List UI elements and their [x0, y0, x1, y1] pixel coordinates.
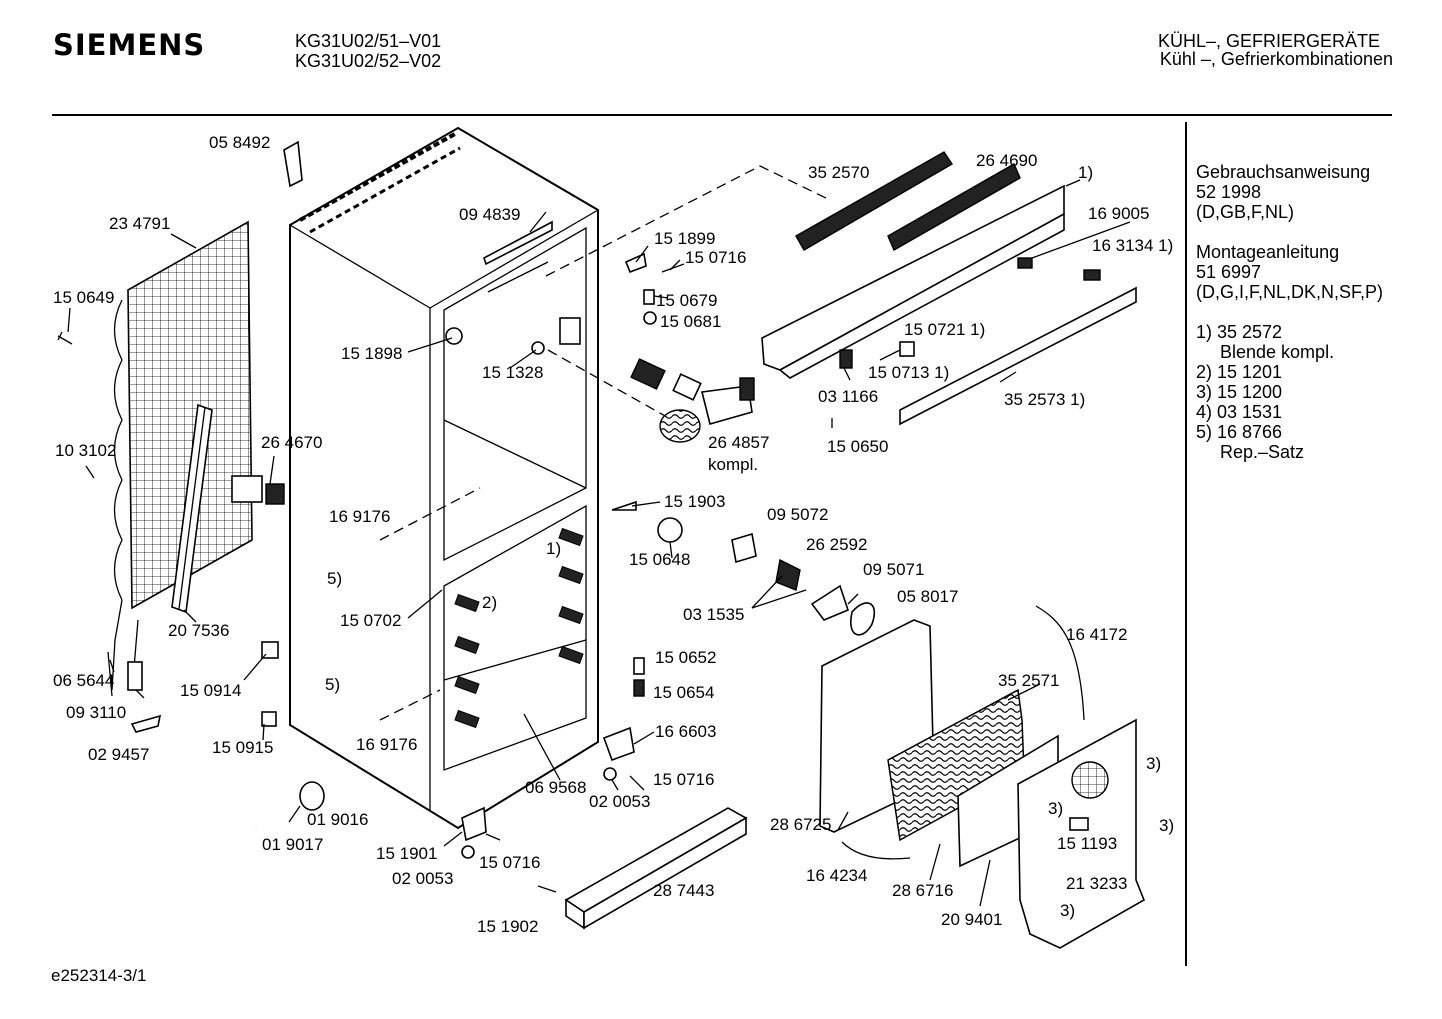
part-label: 15 0915: [212, 738, 274, 757]
note-line: 4) 03 1531: [1196, 402, 1283, 422]
part-label: 3): [1159, 816, 1175, 835]
part-label: 15 0654: [653, 683, 715, 702]
part-label: 02 0053: [589, 792, 651, 811]
evaporator-assembly: [819, 619, 1146, 949]
note-line: 2) 15 1201: [1196, 362, 1283, 382]
note-line: 5) 16 8766: [1196, 422, 1283, 442]
part-label: 15 0649: [53, 288, 115, 307]
category-title: KÜHL–, GEFRIERGERÄTE: [1157, 31, 1380, 51]
part-label: 15 0716: [685, 248, 747, 267]
part-label: 35 2570: [808, 163, 870, 182]
part-label: 15 0716: [479, 853, 541, 872]
screw-part: [57, 331, 73, 345]
bottom-cover: [564, 807, 748, 930]
part-label: 02 0053: [392, 869, 454, 888]
part-label: 15 0721 1): [904, 320, 986, 339]
part-label: 15 0681: [660, 312, 722, 331]
part-label: 3): [1048, 799, 1064, 818]
part-label: 15 1328: [482, 363, 544, 382]
manual-number: 52 1998: [1196, 182, 1262, 202]
install-title: Montageanleitung: [1196, 242, 1340, 262]
note-line: 3) 15 1200: [1196, 382, 1283, 402]
model-line-1: KG31U02/51–V01: [295, 31, 442, 51]
part-label: 16 4172: [1066, 625, 1128, 644]
note-line: 1) 35 2572: [1196, 322, 1283, 342]
brand-logo: SIEMENS: [53, 28, 206, 62]
part-label: 35 2571: [998, 671, 1060, 690]
part-label: 16 4234: [806, 866, 868, 885]
part-label: 06 5644: [53, 671, 115, 690]
part-label: 23 4791: [109, 214, 171, 233]
part-label: 05 8017: [897, 587, 959, 606]
part-label: 26 2592: [806, 535, 868, 554]
bracket-part: [283, 140, 303, 188]
part-label: 15 0713 1): [868, 363, 950, 382]
lamp-assembly: [630, 358, 755, 443]
part-label: 26 4690: [976, 151, 1038, 170]
part-label: 3): [1146, 754, 1162, 773]
part-label: 15 0679: [656, 291, 718, 310]
part-label: 15 0652: [655, 648, 717, 667]
part-label: 06 9568: [525, 778, 587, 797]
drawing-id: e252314-3/1: [51, 966, 147, 985]
part-label: 26 4857: [708, 433, 770, 452]
part-label: 05 8492: [209, 133, 271, 152]
part-label: 15 1901: [376, 844, 438, 863]
part-label: 5): [325, 675, 341, 694]
part-label: 09 5071: [863, 560, 925, 579]
part-label: 2): [482, 593, 498, 612]
relay-box: [231, 475, 263, 503]
part-label: 21 3233: [1066, 874, 1128, 893]
part-label: 03 1166: [818, 387, 879, 406]
part-label: 15 1903: [664, 492, 726, 511]
part-label: 28 7443: [653, 881, 715, 900]
part-label: 03 1535: [683, 605, 745, 624]
part-label: 20 7536: [168, 621, 230, 640]
part-label: 15 0650: [827, 437, 889, 456]
install-languages: (D,G,I,F,NL,DK,N,SF,P): [1196, 282, 1384, 302]
part-label: 3): [1060, 901, 1076, 920]
part-label: 15 0716: [653, 770, 715, 789]
part-label: 20 9401: [941, 910, 1003, 929]
part-label: 15 1902: [477, 917, 539, 936]
part-label: 01 9017: [262, 835, 324, 854]
part-label: 16 9005: [1088, 204, 1150, 223]
part-label: 1): [1078, 163, 1094, 182]
part-label: 16 6603: [655, 722, 717, 741]
note-line: Blende kompl.: [1220, 342, 1335, 362]
part-label: 16 9176: [329, 507, 391, 526]
part-label: 15 0914: [180, 681, 242, 700]
part-label: 5): [327, 569, 343, 588]
part-label: kompl.: [708, 455, 759, 474]
part-label: 16 3134 1): [1092, 236, 1174, 255]
part-label: 15 0702: [340, 611, 402, 630]
part-label: 1): [546, 539, 562, 558]
note-line: Rep.–Satz: [1220, 442, 1305, 462]
part-label: 02 9457: [88, 745, 150, 764]
manual-languages: (D,GB,F,NL): [1196, 202, 1295, 222]
part-label: 28 6725: [770, 815, 832, 834]
manual-title: Gebrauchsanweisung: [1196, 162, 1371, 182]
part-label: 26 4670: [261, 433, 323, 452]
part-label: 09 5072: [767, 505, 829, 524]
part-label: 09 4839: [459, 205, 521, 224]
cabinet-body: [289, 126, 599, 830]
control-panel: [761, 151, 1137, 426]
model-line-2: KG31U02/52–V02: [295, 51, 442, 71]
part-label: 15 0648: [629, 550, 691, 569]
category-subtitle: Kühl –, Gefrierkombinationen: [1159, 49, 1393, 69]
part-label: 35 2573 1): [1004, 390, 1086, 409]
side-panel: Gebrauchsanweisung 52 1998 (D,GB,F,NL) M…: [1196, 162, 1383, 462]
part-label: 10 3102: [55, 441, 117, 460]
part-label: 15 1899: [654, 229, 716, 248]
part-label: 09 3110: [66, 703, 127, 722]
part-label: 28 6716: [892, 881, 954, 900]
install-number: 51 6997: [1196, 262, 1262, 282]
part-label: 15 1898: [341, 344, 403, 363]
condenser-coil: [111, 220, 253, 691]
part-label: 15 1193: [1057, 834, 1118, 853]
part-label: 16 9176: [356, 735, 418, 754]
part-label: 01 9016: [307, 810, 369, 829]
